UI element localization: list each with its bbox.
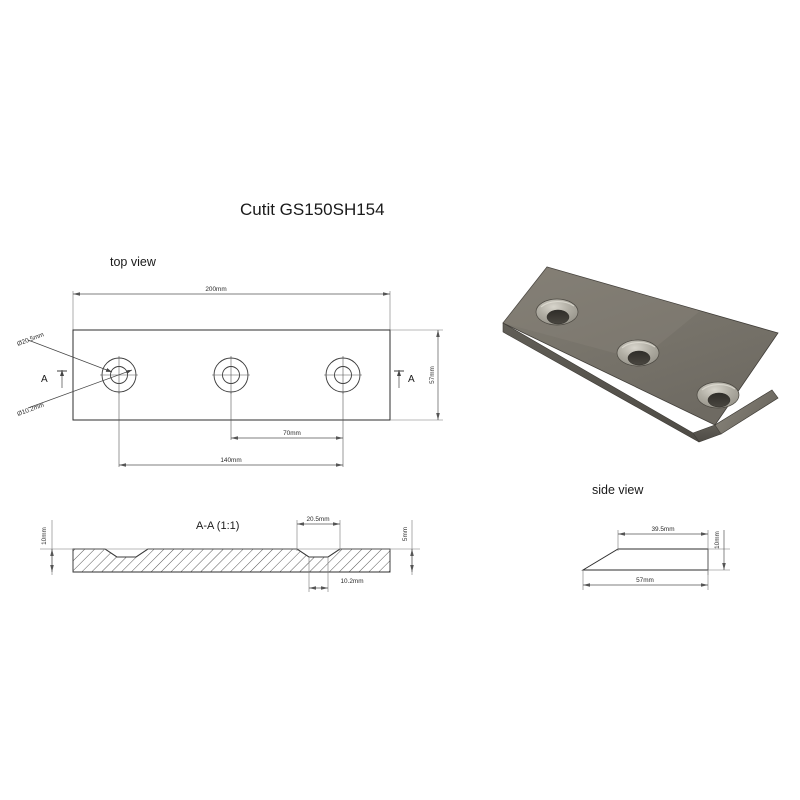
drawing-title: Cutit GS150SH154 [240,200,385,219]
section-marker-right: A [394,370,415,388]
dimension-side-width-text: 57mm [636,577,654,584]
iso-plate-bevel [714,389,779,435]
dimension-section-thickness-left: 10mm [41,520,54,575]
dimension-overall-length-text: 200mm [205,286,226,293]
iso-countersink-hole-2 [616,339,660,367]
side-view-label: side view [592,483,644,497]
dimension-hole-span-outer: 140mm [119,457,343,467]
top-view-hole-middle [212,356,250,440]
dimension-hole-span-inner: 70mm [231,430,343,440]
iso-countersink-hole-1 [535,298,579,326]
dimension-side-height: 10mm [708,530,730,571]
dimension-hole-span-inner-text: 70mm [283,430,301,437]
dimension-section-thickness-right-text: 5mm [402,527,409,541]
dimension-top-width: 57mm [390,329,443,421]
dimension-counterbore-width: 20.5mm [296,516,341,551]
section-marker-right-label: A [408,374,415,385]
section-countersink-left [104,548,149,558]
top-view-hole-right [324,356,362,467]
dimension-side-width: 57mm [582,570,709,590]
section-view-label: A-A (1:1) [196,520,239,532]
isometric-view-group [502,266,779,443]
dimension-counterbore-width-text: 20.5mm [306,516,329,523]
top-view-plate-outline [72,329,391,421]
dimension-side-flat-length: 39.5mm [617,526,709,575]
dimension-hole-width-text: 10.2mm [340,578,363,585]
dimension-section-thickness-right: 5mm [402,520,414,575]
section-marker-left: A [41,370,67,388]
iso-plate-highlight [503,267,700,360]
iso-countersink-hole-3 [696,381,740,409]
section-view-group: A-A (1:1) 10mm 5mm 20.5mm [40,516,420,592]
top-view-label: top view [110,255,157,269]
iso-plate-edge-front [502,322,700,443]
dimension-side-flat-length-text: 39.5mm [651,526,674,533]
dimension-hole-span-outer-text: 140mm [220,457,241,464]
dimension-overall-length: 200mm [72,286,391,330]
dimension-section-thickness-left-text: 10mm [41,527,48,545]
section-marker-left-label: A [41,374,48,385]
dimension-side-height-text: 10mm [714,531,721,549]
side-view-group: side view 39.5mm 10mm 57mm [581,483,730,590]
section-countersink-right [296,548,341,558]
dimension-hole-width: 10.2mm [308,557,364,592]
dimension-top-width-text: 57mm [429,366,436,384]
